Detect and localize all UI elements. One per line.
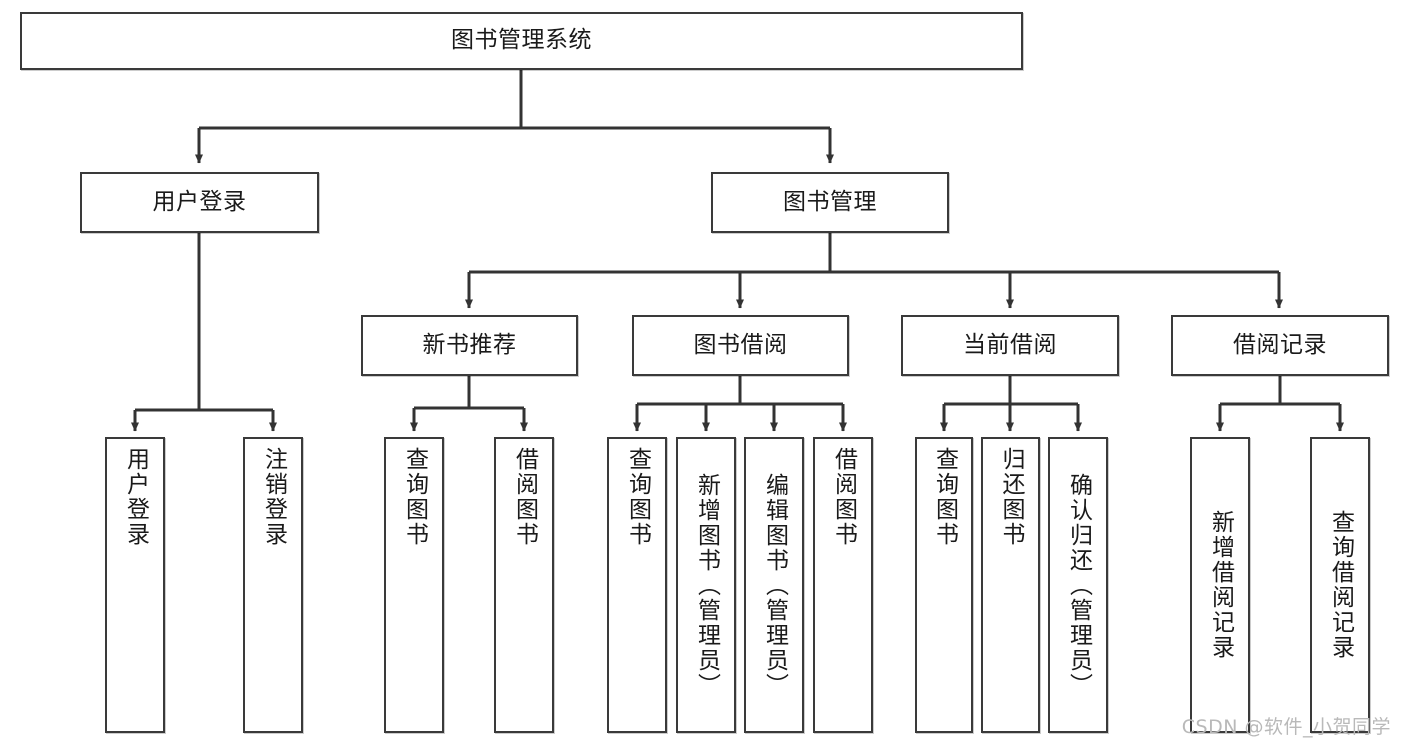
node-label: 注销登录 <box>260 447 287 547</box>
leaf-add-borrow-record[interactable]: 新增借阅记录 <box>1190 437 1250 733</box>
node-label: 借阅记录 <box>1233 331 1327 358</box>
node-borrow-record[interactable]: 借阅记录 <box>1171 315 1389 376</box>
leaf-borrow-book[interactable]: 借阅图书 <box>813 437 873 733</box>
node-label: 借阅图书 <box>830 447 857 547</box>
node-label: 确认归还（管理员） <box>1065 472 1092 698</box>
node-label: 查询图书 <box>401 447 428 547</box>
node-new-book-recommend[interactable]: 新书推荐 <box>361 315 578 376</box>
leaf-confirm-return-admin[interactable]: 确认归还（管理员） <box>1048 437 1108 733</box>
leaf-add-book-admin[interactable]: 新增图书（管理员） <box>676 437 736 733</box>
node-label: 查询借阅记录 <box>1327 510 1354 660</box>
node-label: 用户登录 <box>122 447 149 547</box>
leaf-query-book-current[interactable]: 查询图书 <box>915 437 973 733</box>
leaf-return-book[interactable]: 归还图书 <box>981 437 1040 733</box>
csdn-watermark: CSDN @软件_小贺同学 <box>1181 716 1391 738</box>
node-root-system[interactable]: 图书管理系统 <box>20 12 1023 70</box>
node-label: 新增图书（管理员） <box>693 472 720 698</box>
leaf-borrow-book-recommend[interactable]: 借阅图书 <box>494 437 554 733</box>
node-label: 图书借阅 <box>693 331 788 358</box>
leaf-query-borrow-record[interactable]: 查询借阅记录 <box>1310 437 1370 733</box>
node-label: 新增借阅记录 <box>1207 510 1234 660</box>
leaf-user-logout[interactable]: 注销登录 <box>243 437 303 733</box>
node-label: 查询图书 <box>624 447 651 547</box>
leaf-query-book-borrow[interactable]: 查询图书 <box>607 437 667 733</box>
node-label: 查询图书 <box>931 447 958 547</box>
node-book-borrow[interactable]: 图书借阅 <box>632 315 849 376</box>
node-label: 图书管理系统 <box>451 27 592 54</box>
node-label: 编辑图书（管理员） <box>761 472 788 698</box>
node-current-borrow[interactable]: 当前借阅 <box>901 315 1119 376</box>
node-label: 用户登录 <box>152 188 247 215</box>
node-book-management[interactable]: 图书管理 <box>711 172 949 233</box>
node-label: 图书管理 <box>783 188 877 215</box>
node-label: 归还图书 <box>998 447 1024 547</box>
node-label: 当前借阅 <box>963 331 1057 358</box>
leaf-edit-book-admin[interactable]: 编辑图书（管理员） <box>744 437 804 733</box>
leaf-query-book-recommend[interactable]: 查询图书 <box>384 437 444 733</box>
leaf-user-login[interactable]: 用户登录 <box>105 437 165 733</box>
node-label: 新书推荐 <box>422 331 517 358</box>
node-label: 借阅图书 <box>511 447 538 547</box>
node-user-login[interactable]: 用户登录 <box>80 172 319 233</box>
